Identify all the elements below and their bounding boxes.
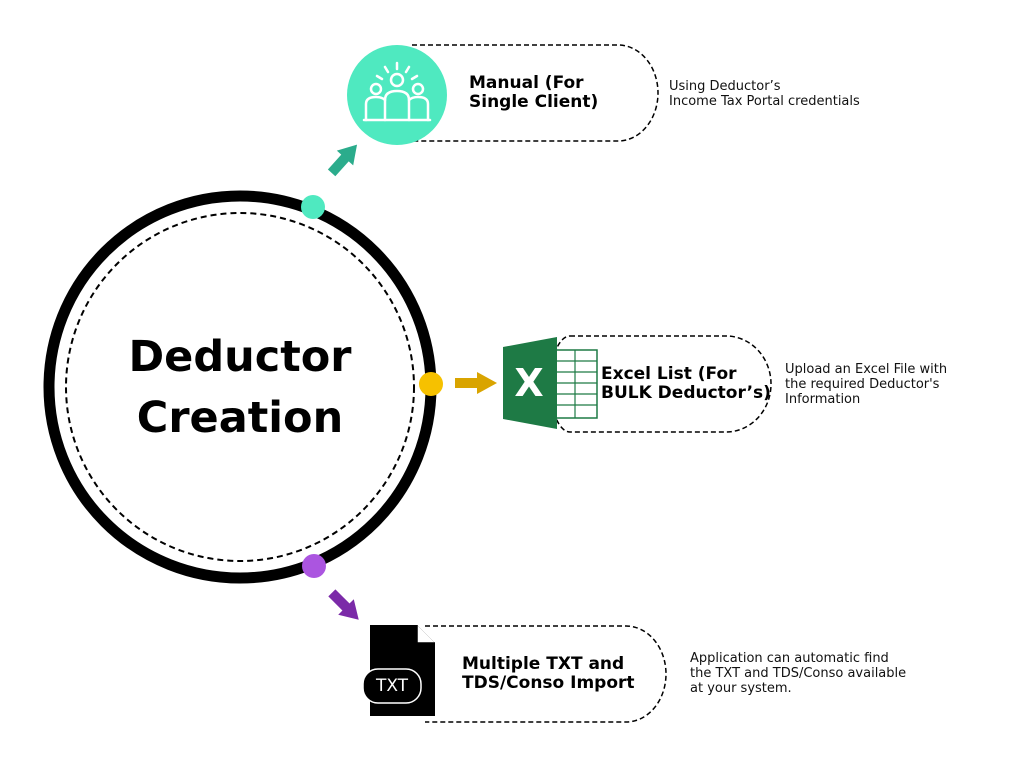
manual-label-line1: Manual (For bbox=[469, 73, 584, 93]
excel-description: Upload an Excel File with the required D… bbox=[785, 362, 947, 407]
txt-desc-line3: at your system. bbox=[690, 681, 792, 696]
txt-option-label: Multiple TXT and TDS/Conso Import bbox=[462, 655, 635, 693]
center-title-line2: Creation bbox=[136, 393, 344, 443]
manual-label-line2: Single Client) bbox=[469, 92, 599, 112]
excel-connector-dot bbox=[419, 372, 443, 396]
main-circle-inner bbox=[65, 212, 415, 562]
manual-label-box bbox=[412, 44, 659, 142]
people-icon bbox=[347, 45, 447, 145]
txt-file-icon bbox=[362, 625, 435, 716]
excel-desc-line1: Upload an Excel File with bbox=[785, 362, 948, 377]
main-circle-outer bbox=[43, 190, 437, 584]
txt-icon-text: TXT bbox=[375, 676, 409, 696]
txt-desc-line1: Application can automatic find bbox=[690, 651, 889, 666]
excel-desc-line2: the required Deductor's bbox=[785, 377, 940, 392]
excel-label-line2: BULK Deductor’s) bbox=[601, 383, 771, 403]
txt-label-line2: TDS/Conso Import bbox=[462, 673, 635, 693]
txt-label-box bbox=[425, 625, 667, 723]
manual-option-label: Manual (For Single Client) bbox=[469, 74, 598, 112]
txt-description: Application can automatic find the TXT a… bbox=[690, 651, 906, 696]
manual-arrow bbox=[327, 144, 358, 177]
txt-arrow bbox=[328, 589, 359, 620]
manual-desc-line2: Income Tax Portal credentials bbox=[669, 94, 860, 109]
manual-description: Using Deductor’s Income Tax Portal crede… bbox=[669, 79, 860, 109]
manual-desc-line1: Using Deductor’s bbox=[669, 79, 781, 94]
center-title-line1: Deductor bbox=[128, 332, 352, 382]
excel-desc-line3: Information bbox=[785, 392, 861, 407]
excel-label-line1: Excel List (For bbox=[601, 364, 737, 384]
excel-icon bbox=[503, 337, 598, 429]
txt-connector-dot bbox=[302, 554, 326, 578]
txt-desc-line2: the TXT and TDS/Conso available bbox=[690, 666, 907, 681]
manual-connector-dot bbox=[301, 195, 325, 219]
excel-option-label: Excel List (For BULK Deductor’s) bbox=[601, 365, 771, 403]
txt-label-line1: Multiple TXT and bbox=[462, 654, 625, 674]
excel-icon-letter: X bbox=[514, 361, 544, 405]
excel-arrow bbox=[455, 372, 497, 394]
